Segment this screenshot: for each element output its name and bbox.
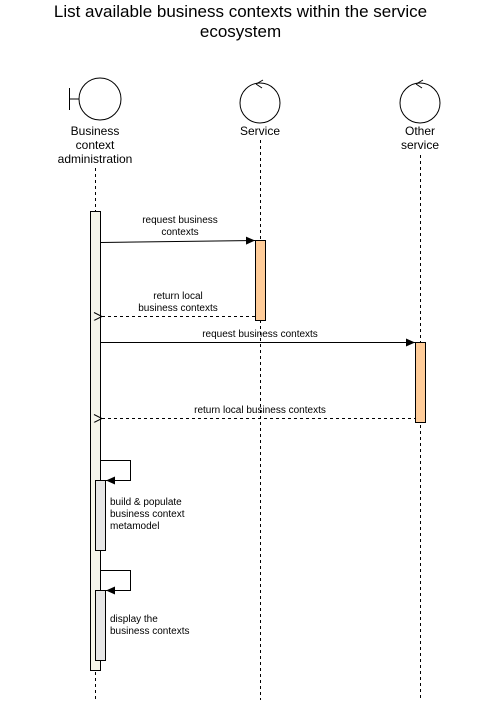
message-label-line: business contexts [138, 303, 218, 314]
self-call-label-line: build & populate [110, 497, 182, 508]
message-label-request-business-contexts-other: request business contexts [180, 329, 340, 341]
message-label-return-local-business-contexts: return local business contexts [118, 291, 238, 315]
self-call-arrow-build [100, 460, 131, 485]
activation-other-service [415, 342, 426, 423]
message-arrow-request-business-contexts [100, 236, 256, 245]
actor-label-other-service: Other service [380, 124, 460, 152]
self-call-label-line: metamodel [110, 521, 160, 532]
activation-self-build [95, 480, 106, 551]
actor-label-line: Business [70, 124, 120, 138]
self-call-label-build: build & populate business context metamo… [110, 497, 230, 533]
actor-label-line: context [75, 138, 115, 152]
diagram-title-line-1: List available business contexts within … [53, 2, 428, 21]
message-label-line: request business contexts [202, 329, 318, 340]
self-call-label-display: display the business contexts [110, 614, 230, 638]
actor-label-business-context-administration: Business context administration [45, 124, 145, 166]
self-call-label-line: display the [110, 614, 158, 625]
control-icon-other-service [399, 79, 441, 124]
message-label-line: contexts [161, 227, 199, 238]
boundary-icon [69, 77, 122, 121]
activation-business-context-administration [90, 211, 101, 671]
actor-label-line: service [400, 138, 439, 152]
activation-self-display [95, 590, 106, 661]
actor-label-service: Service [220, 124, 300, 138]
actor-label-line: Other [404, 124, 435, 138]
self-call-arrow-display [100, 570, 131, 595]
message-label-line: return local business contexts [194, 405, 326, 416]
message-label-return-local-business-contexts-other: return local business contexts [170, 405, 350, 417]
diagram-title: List available business contexts within … [0, 2, 481, 42]
activation-service [255, 240, 266, 321]
actor-label-line: Service [239, 124, 280, 138]
diagram-title-line-2: ecosystem [199, 22, 282, 41]
message-label-line: request business [142, 215, 218, 226]
self-call-label-line: business contexts [110, 626, 190, 637]
self-call-label-line: business context [110, 509, 185, 520]
message-label-line: return local [153, 291, 203, 302]
message-label-request-business-contexts: request business contexts [120, 215, 240, 239]
control-icon-service [239, 79, 281, 124]
actor-label-line: administration [57, 152, 133, 166]
